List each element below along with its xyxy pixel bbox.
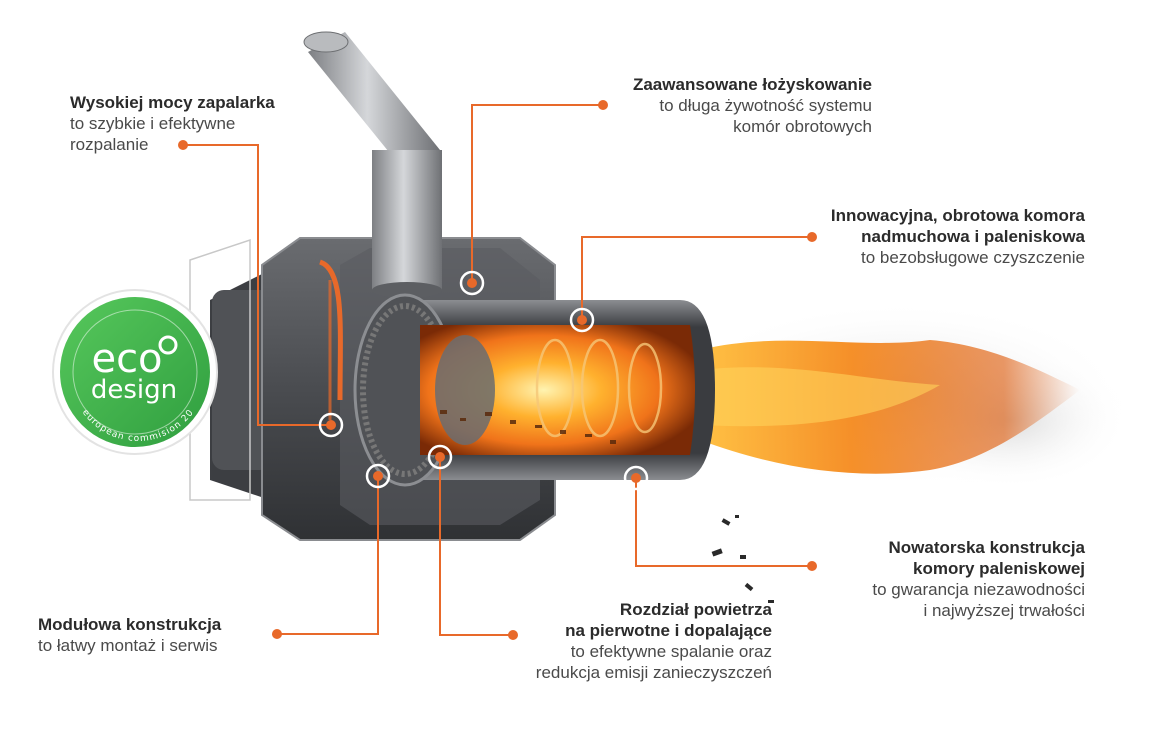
callout-igniter-title: Wysokiej mocy zapalarka bbox=[70, 93, 275, 112]
leaf-icon bbox=[158, 335, 178, 355]
callout-modular: Modułowa konstrukcja to łatwy montaż i s… bbox=[38, 614, 298, 656]
callout-rotating-chamber-title-2: nadmuchowa i paleniskowa bbox=[861, 227, 1085, 246]
callout-air-distribution-desc-2: redukcja emisji zanieczyszczeń bbox=[535, 663, 772, 682]
callout-bearings-title: Zaawansowane łożyskowanie bbox=[632, 75, 872, 94]
callout-furnace-design-desc-1: to gwarancja niezawodności bbox=[872, 580, 1085, 599]
leader-lines bbox=[183, 104, 812, 636]
callout-igniter-desc-1: to szybkie i efektywne bbox=[70, 114, 236, 133]
callout-furnace-design-title-1: Nowatorska konstrukcja bbox=[888, 538, 1085, 557]
callout-air-distribution: Rozdział powietrza na pierwotne i dopala… bbox=[470, 599, 772, 683]
callout-furnace-design-title-2: komory paleniskowej bbox=[913, 559, 1085, 578]
callout-rotating-chamber-title-1: Innowacyjna, obrotowa komora bbox=[830, 206, 1085, 225]
callout-igniter: Wysokiej mocy zapalarka to szybkie i efe… bbox=[70, 92, 330, 155]
callout-modular-title: Modułowa konstrukcja bbox=[38, 615, 222, 634]
callout-bearings-desc-1: to długa żywotność systemu bbox=[659, 96, 872, 115]
leader-endpoints bbox=[178, 100, 817, 640]
callout-air-distribution-title-1: Rozdział powietrza bbox=[619, 600, 772, 619]
callout-bearings-desc-2: komór obrotowych bbox=[733, 117, 872, 136]
ash-particles bbox=[711, 515, 774, 603]
callout-rotating-chamber: Innowacyjna, obrotowa komora nadmuchowa … bbox=[760, 205, 1085, 268]
callout-air-distribution-title-2: na pierwotne i dopalające bbox=[565, 621, 772, 640]
eco-design-badge: eco design european commision 2020 bbox=[0, 0, 218, 455]
badge-design-text: design bbox=[91, 375, 177, 405]
callout-bearings: Zaawansowane łożyskowanie to długa żywot… bbox=[560, 74, 872, 137]
callout-furnace-design: Nowatorska konstrukcja komory paleniskow… bbox=[800, 537, 1085, 621]
callout-modular-desc-1: to łatwy montaż i serwis bbox=[38, 636, 218, 655]
callout-igniter-desc-2: rozpalanie bbox=[70, 135, 149, 154]
feed-pipe bbox=[303, 31, 442, 298]
badge-eco-text: eco bbox=[91, 336, 162, 382]
component-markers bbox=[318, 270, 649, 491]
combustion-chamber bbox=[353, 293, 715, 487]
callout-rotating-chamber-desc-1: to bezobsługowe czyszczenie bbox=[861, 248, 1085, 267]
callout-air-distribution-desc-1: to efektywne spalanie oraz bbox=[570, 642, 772, 661]
flame bbox=[700, 340, 1080, 474]
callout-furnace-design-desc-2: i najwyższej trwałości bbox=[923, 601, 1085, 620]
